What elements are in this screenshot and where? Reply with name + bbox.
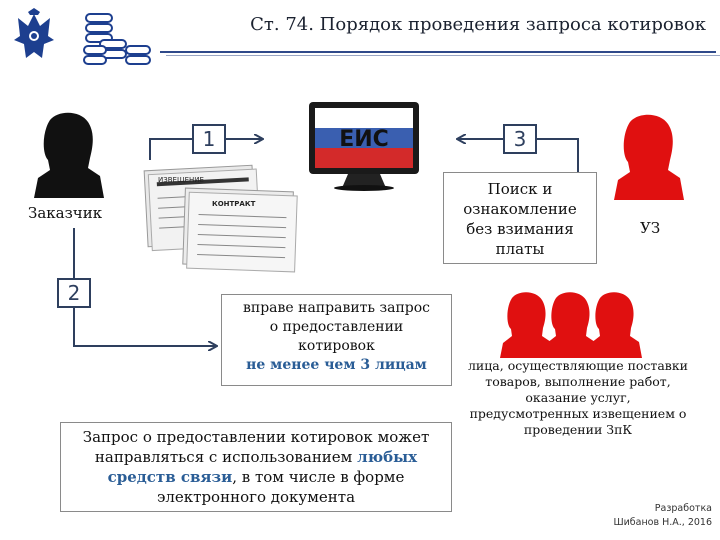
title-rule-secondary bbox=[166, 55, 720, 56]
request-line-1: Запрос о предоставлении котировок может bbox=[82, 428, 430, 446]
entities-line: оказание услуг, bbox=[525, 390, 631, 405]
entities-line: предусмотренных извещением о bbox=[469, 406, 687, 421]
request-line-3-accent: средств связи bbox=[107, 468, 233, 486]
author-credit: Разработка Шибанов Н.А., 2016 bbox=[600, 502, 712, 530]
participants-description: лица, осуществляющие поставки товаров, в… bbox=[458, 358, 698, 438]
request-line-3: средств связи, в том числе в форме bbox=[61, 467, 451, 487]
page-title: Ст. 74. Порядок проведения запроса котир… bbox=[250, 14, 706, 35]
step-3-badge: 3 bbox=[503, 124, 537, 154]
search-line: ознакомление bbox=[463, 200, 577, 218]
request-right-box: вправе направить запрос о предоставлении… bbox=[221, 294, 452, 386]
arrow-uz-to-eis bbox=[458, 139, 579, 172]
right-line: вправе направить запрос bbox=[242, 300, 431, 316]
step-2-badge: 2 bbox=[57, 278, 91, 308]
arrow-customer-to-eis bbox=[149, 139, 262, 160]
entities-line: товаров, выполнение работ, bbox=[485, 374, 671, 389]
step-1-badge: 1 bbox=[192, 124, 226, 154]
participants-group-icon bbox=[500, 292, 642, 358]
contract-doc-label: КОНТРАКТ bbox=[212, 200, 256, 208]
participant-label: УЗ bbox=[640, 219, 661, 237]
monitor-icon: ЕИС bbox=[309, 102, 419, 191]
coins-stack-icon bbox=[83, 13, 151, 65]
search-info-box: Поиск и ознакомление без взимания платы bbox=[443, 172, 597, 264]
request-line-4: электронного документа bbox=[156, 488, 356, 506]
right-line: котировок bbox=[298, 338, 375, 354]
logos bbox=[14, 8, 151, 65]
credit-line-1: Разработка bbox=[654, 503, 712, 514]
request-line-2-accent: любых bbox=[357, 448, 418, 466]
search-line: платы bbox=[495, 240, 545, 258]
search-line: Поиск и bbox=[487, 180, 553, 198]
right-line: о предоставлении bbox=[269, 319, 404, 335]
search-line: без взимания bbox=[466, 220, 574, 238]
coat-of-arms-icon bbox=[14, 8, 54, 58]
request-line-2: направляться с использованием любых bbox=[61, 447, 451, 467]
notice-doc-label: ИЗВЕЩЕНИЕ bbox=[158, 176, 204, 184]
request-line-3-text: , в том числе в форме bbox=[232, 468, 405, 486]
right-accent: не менее чем 3 лицам bbox=[246, 357, 427, 373]
customer-label: Заказчик bbox=[28, 204, 103, 222]
entities-line: проведении ЗпК bbox=[523, 422, 633, 437]
request-channel-box: Запрос о предоставлении котировок может … bbox=[60, 422, 452, 512]
arrow-customer-to-request bbox=[73, 228, 216, 346]
entities-line: лица, осуществляющие поставки bbox=[467, 358, 688, 373]
title-area: Ст. 74. Порядок проведения запроса котир… bbox=[160, 14, 706, 44]
title-rule bbox=[160, 51, 716, 53]
credit-line-2: Шибанов Н.А., 2016 bbox=[613, 517, 712, 528]
customer-silhouette-icon bbox=[34, 112, 104, 198]
eis-label: ЕИС bbox=[339, 127, 389, 152]
participant-silhouette-icon bbox=[614, 114, 684, 200]
request-line-2-text: направляться с использованием bbox=[94, 448, 358, 466]
documents-icon: ИЗВЕЩЕНИЕ КОНТРАКТ bbox=[143, 164, 298, 273]
